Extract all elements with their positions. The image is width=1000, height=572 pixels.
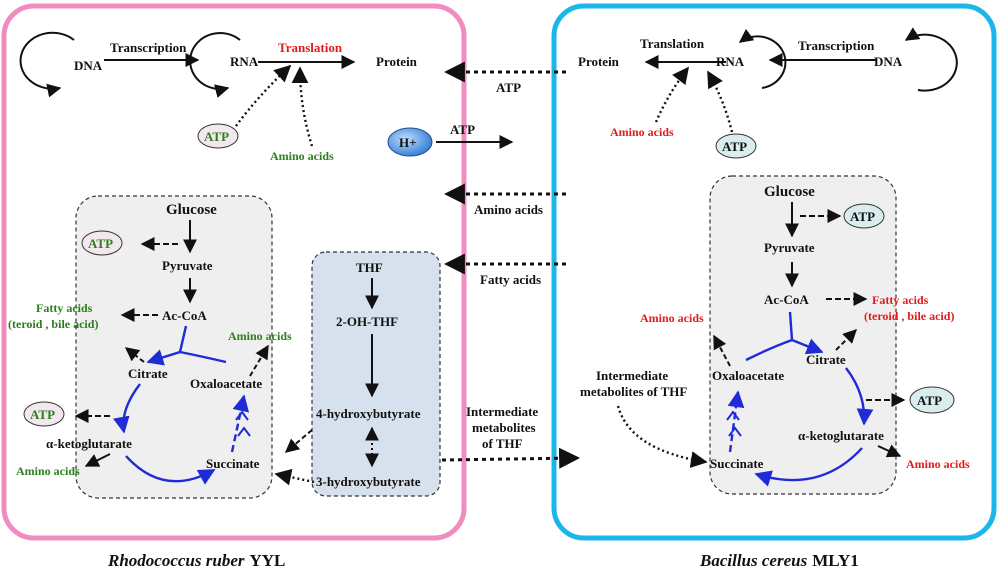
left-accoa-label: Ac-CoA — [162, 308, 207, 323]
mid-inter-label-2: metabolites — [472, 420, 536, 435]
left-succinate-oxa-chevrons — [235, 410, 251, 437]
right-citrate-akg-blue — [845, 367, 874, 426]
left-organism-strain: YYL — [249, 551, 285, 570]
right-tca-atp-label: ATP — [917, 393, 942, 408]
right-citrate-label: Citrate — [806, 352, 846, 367]
right-succinate-oxa-chevrons — [726, 410, 742, 437]
right-organism-name: Bacillus cereus — [699, 551, 808, 570]
right-succinate-oxa-blue — [727, 390, 745, 453]
right-organism-strain: MLY1 — [812, 551, 859, 570]
left-succinate-oxa-blue — [230, 394, 250, 453]
left-tca-atp-badge — [23, 401, 65, 427]
mid-fatty-acids-label: Fatty acids — [480, 272, 541, 287]
thf-label: THF — [356, 260, 383, 275]
left-glucose-label: Glucose — [166, 202, 217, 218]
left-rna-label: RNA — [230, 54, 259, 69]
left-atp-to-translation — [235, 64, 292, 127]
mid-hplus-label: H+ — [399, 135, 417, 150]
left-akg-label: α-ketoglutarate — [46, 436, 132, 451]
right-atp-to-translation — [706, 70, 734, 133]
thf-2oh-label: 2-OH-THF — [336, 314, 398, 329]
right-inter-label-2: metabolites of THF — [580, 384, 687, 399]
left-atp-badge — [197, 123, 239, 149]
thf-3hb-succinate-arrow — [274, 468, 315, 486]
left-protein-label: Protein — [376, 54, 418, 69]
left-succinate-label: Succinate — [206, 456, 260, 471]
mid-amino-acids-label: Amino acids — [474, 202, 543, 217]
mid-inter-label-3: of THF — [482, 436, 523, 451]
right-accoa-label: Ac-CoA — [764, 292, 809, 307]
left-akg-amino-acids-label: Amino acids — [16, 464, 80, 478]
left-aa-to-translation — [291, 66, 314, 147]
left-citrate-fatty-arrow — [124, 347, 145, 363]
left-fatty-acids-label: Fatty acids — [36, 301, 93, 315]
right-protein-label: Protein — [578, 54, 620, 69]
right-oxa-amino-acids-label: Amino acids — [640, 311, 704, 325]
left-akg-aa-arrow — [84, 453, 111, 467]
left-oxa-aa-arrow — [249, 344, 269, 377]
right-oxaloacetate-label: Oxaloacetate — [712, 368, 784, 383]
left-translation-label: Translation — [278, 40, 343, 55]
right-accoa-oxa-blue — [745, 338, 793, 362]
left-glycolysis-atp-badge — [81, 230, 123, 256]
right-inter-label-1: Intermediate — [596, 368, 668, 383]
thf-4hb-label: 4-hydroxybutyrate — [316, 406, 421, 421]
right-transcription-label: Transcription — [798, 38, 875, 53]
left-citrate-akg-blue — [113, 383, 141, 434]
right-aa-to-translation — [654, 66, 690, 123]
left-pyruvate-label: Pyruvate — [162, 258, 213, 273]
left-akg-succinate-blue — [125, 455, 216, 485]
left-citrate-label: Citrate — [128, 366, 168, 381]
left-dna-loop — [19, 31, 75, 98]
right-rna-loop — [738, 28, 787, 89]
left-amino-acids-label: Amino acids — [270, 149, 334, 163]
right-citrate-fatty-arrow — [835, 329, 857, 351]
left-glycolysis-atp-label: ATP — [88, 236, 113, 251]
right-inter-succinate-arrow — [616, 405, 708, 468]
left-tca-atp-label: ATP — [30, 407, 55, 422]
right-dna-label: DNA — [874, 54, 903, 69]
left-oxa-amino-acids-label: Amino acids — [228, 329, 292, 343]
right-akg-aa-arrow — [877, 444, 902, 458]
right-akg-label: α-ketoglutarate — [798, 428, 884, 443]
left-accoa-oxa-blue — [179, 350, 227, 364]
right-akg-amino-acids-label: Amino acids — [906, 457, 970, 471]
right-dna-loop — [904, 27, 958, 92]
right-glucose-label: Glucose — [764, 184, 815, 200]
mid-atp-h-label: ATP — [450, 122, 475, 137]
right-rna-label: RNA — [716, 54, 745, 69]
left-dna-label: DNA — [74, 58, 103, 73]
mid-inter-label-1: Intermediate — [466, 404, 538, 419]
right-glycolysis-atp-label: ATP — [850, 209, 875, 224]
right-atp-top-badge — [715, 133, 757, 159]
right-tca-atp-badge — [909, 386, 955, 414]
left-organism-name: Rhodococcus ruber — [107, 551, 245, 570]
left-fatty-acids-sub: (teroid , bile acid) — [8, 317, 98, 331]
right-oxa-aa-arrow — [713, 334, 731, 367]
left-atp-label: ATP — [204, 129, 229, 144]
left-oxaloacetate-label: Oxaloacetate — [190, 376, 262, 391]
thf-4hb-succinate-arrow — [284, 429, 313, 453]
right-translation-label: Translation — [640, 36, 705, 51]
right-metabolism-box — [709, 175, 897, 495]
right-glycolysis-atp-badge — [843, 203, 885, 229]
thf-pathway-box — [311, 251, 441, 497]
mid-hplus-badge — [387, 127, 433, 157]
mid-atp-label: ATP — [496, 80, 521, 95]
left-transcription-label: Transcription — [110, 40, 187, 55]
right-akg-succinate-blue — [754, 447, 863, 487]
right-pyruvate-label: Pyruvate — [764, 240, 815, 255]
right-amino-acids-top-label: Amino acids — [610, 125, 674, 139]
right-succinate-label: Succinate — [710, 456, 764, 471]
thf-3hb-label: 3-hydroxybutyrate — [316, 474, 421, 489]
right-fatty-acids-sub: (teroid , bile acid) — [864, 309, 954, 323]
right-cell-border — [551, 3, 997, 541]
mid-intermediates-arrow — [441, 447, 581, 469]
right-fatty-acids-label: Fatty acids — [872, 293, 929, 307]
right-atp-top-label: ATP — [722, 139, 747, 154]
